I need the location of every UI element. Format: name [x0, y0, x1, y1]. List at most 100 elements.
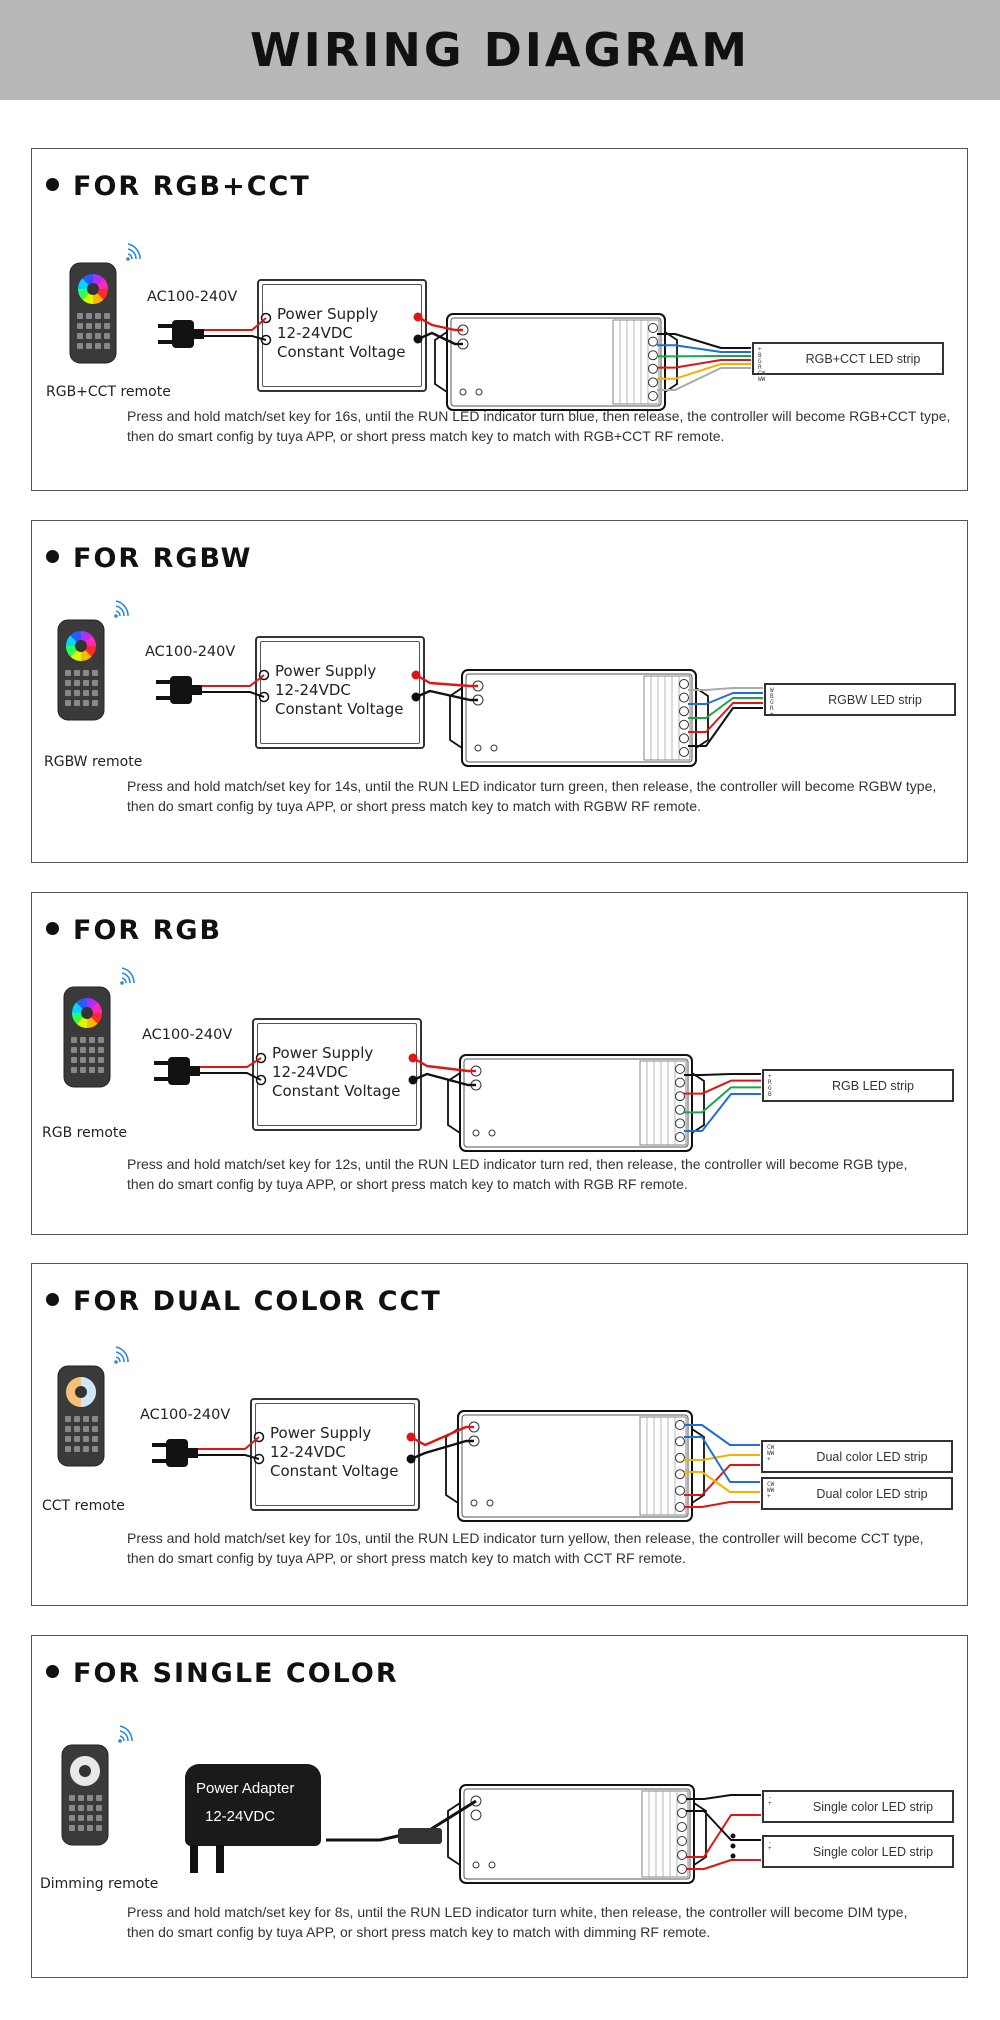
remote-key [83, 670, 89, 676]
wire [684, 1073, 761, 1076]
wire [202, 691, 265, 698]
controller-inner [450, 317, 662, 407]
wifi-wave [127, 248, 137, 260]
remote-key [83, 1446, 89, 1452]
controller-inner [461, 1414, 689, 1518]
remote-key [74, 1426, 80, 1432]
remote-key [87, 1825, 93, 1831]
plug-body [170, 676, 192, 704]
wifi-dot [114, 1360, 118, 1364]
output-terminal [675, 1469, 685, 1480]
wifi-wave [115, 605, 125, 617]
wire [200, 1072, 262, 1081]
wifi-wave [127, 253, 133, 260]
output-terminal [648, 336, 658, 347]
led-strip-label: Single color LED strip [812, 1799, 934, 1814]
page-header: WIRING DIAGRAM [0, 0, 1000, 100]
dc-connector [398, 1828, 442, 1844]
led-strip: W B G R + RGBW LED strip [764, 683, 956, 718]
adapter-prong [216, 1845, 224, 1873]
wire [412, 1056, 476, 1073]
remote-key [65, 680, 71, 686]
output-terminal [679, 719, 689, 730]
controller-body [457, 1410, 693, 1522]
wire [657, 359, 751, 369]
led-strip: + R G B RGB LED strip [762, 1069, 954, 1102]
ac-voltage-label: AC100-240V [145, 644, 236, 660]
remote-key [65, 1436, 71, 1442]
output-terminal [675, 1502, 685, 1512]
strip-pin-labels: CW WW + [767, 1444, 775, 1463]
plug-body [166, 1439, 188, 1467]
section-heading: FOR DUAL COLOR CCT [46, 1286, 442, 1317]
led-strip-label: RGB+CCT LED strip [805, 351, 921, 366]
output-terminal [675, 1452, 685, 1463]
plug-prong [154, 1077, 168, 1081]
bullet-icon [46, 178, 59, 191]
remote-key [87, 1805, 93, 1811]
remote-key [65, 1426, 71, 1432]
remote-key [69, 1795, 75, 1801]
wire [688, 707, 763, 747]
controller-body [461, 669, 697, 767]
ellipsis-dot [730, 1833, 736, 1839]
led-strip-2: - + Single color LED strip [762, 1835, 954, 1868]
ellipsis-dot [730, 1853, 736, 1859]
remote-key [104, 333, 110, 339]
wifi-wave [119, 1730, 129, 1742]
remote-key [77, 323, 83, 329]
terminal [470, 1809, 482, 1821]
adapter-prong [190, 1845, 198, 1873]
wifi-wave [127, 243, 141, 260]
controller-ear-left [434, 330, 448, 394]
controller-icon [445, 1410, 705, 1522]
led-strip-label: RGBW LED strip [828, 692, 922, 707]
output-terminal [675, 1091, 685, 1102]
remote-key [98, 1057, 104, 1063]
remote-key [65, 1446, 71, 1452]
remote-key [83, 1416, 89, 1422]
remote-key [96, 1825, 102, 1831]
remote-key [95, 323, 101, 329]
output-terminal [648, 350, 658, 361]
remote-icon [57, 1346, 129, 1467]
wire [684, 1464, 760, 1496]
wheel-center [75, 640, 87, 652]
remote-label: CCT remote [42, 1498, 125, 1514]
remote-key [77, 313, 83, 319]
wire [688, 692, 763, 705]
output-terminal [648, 323, 658, 333]
output-terminal [675, 1436, 685, 1447]
adapter-voltage: 12-24VDC [205, 1808, 276, 1825]
output-terminal [677, 1836, 687, 1846]
wheel-center [81, 1007, 93, 1019]
section-heading: FOR SINGLE COLOR [46, 1658, 399, 1689]
remote-key [104, 313, 110, 319]
output-terminal [677, 1864, 687, 1874]
strip-pin-labels: W B G R + [770, 687, 774, 718]
output-terminal [675, 1485, 685, 1496]
wire [198, 1454, 260, 1460]
ellipsis-dot [730, 1843, 736, 1849]
remote-key [83, 700, 89, 706]
plug-prong [154, 1061, 168, 1065]
remote-key [74, 690, 80, 696]
plug-prong [158, 340, 172, 344]
controller-inner [463, 1058, 689, 1148]
wire [684, 1501, 760, 1508]
remote-key [83, 1436, 89, 1442]
led-strip-1: CW WW + Dual color LED strip [761, 1440, 953, 1473]
wire [415, 689, 478, 702]
wire [684, 1086, 761, 1114]
power-adapter: Power Adapter 12-24VDC [185, 1764, 321, 1846]
remote-key [65, 690, 71, 696]
remote-key [89, 1047, 95, 1053]
controller-body [459, 1784, 695, 1884]
remote-key [95, 313, 101, 319]
output-terminal [677, 1808, 687, 1818]
remote-key [80, 1047, 86, 1053]
remote-icon [63, 967, 135, 1088]
ac-voltage-label: AC100-240V [142, 1027, 233, 1043]
